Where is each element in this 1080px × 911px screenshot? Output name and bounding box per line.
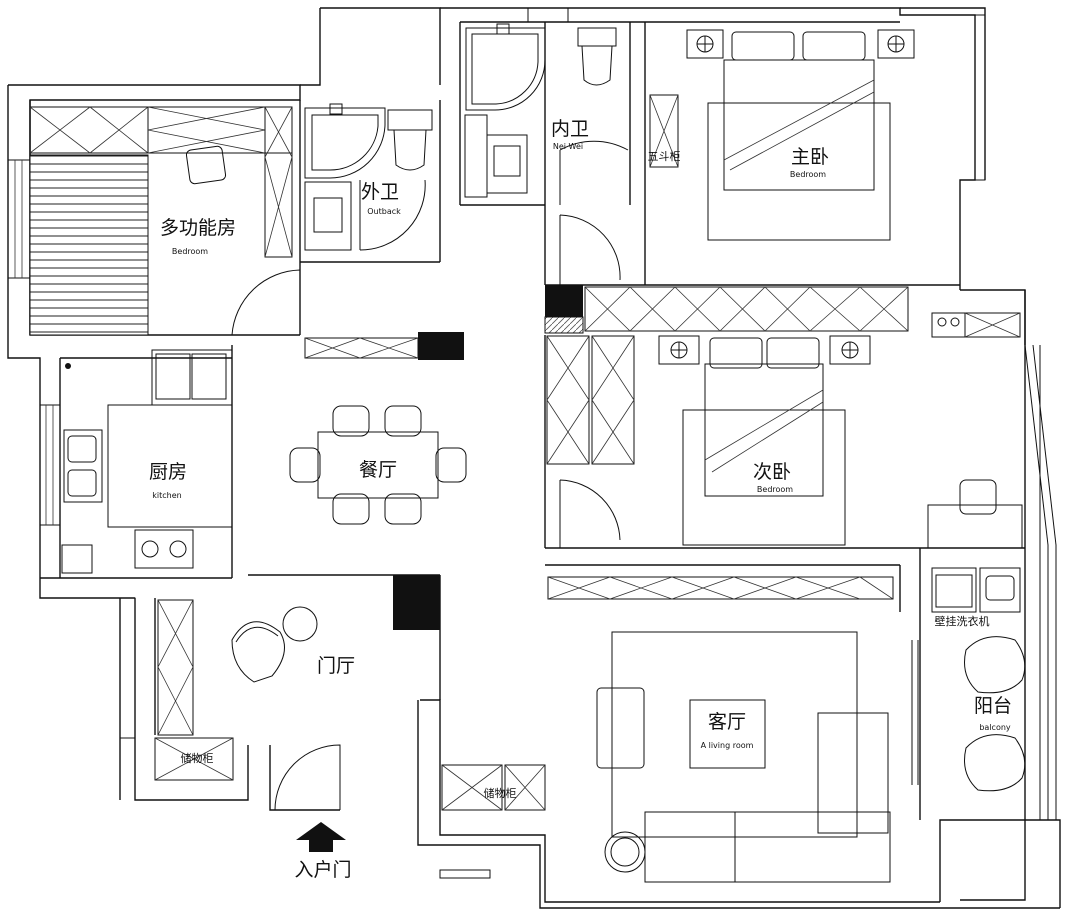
armchair	[231, 621, 285, 683]
rug	[611, 631, 858, 838]
kitchen: 厨房 kitchen	[61, 349, 233, 574]
door-swing	[231, 269, 301, 336]
cabinet-strip	[304, 337, 419, 359]
sink	[486, 134, 528, 194]
balcony: 壁挂洗衣机 阳台 balcony	[911, 567, 1026, 792]
toilet	[387, 109, 433, 131]
structural-columns	[393, 285, 584, 630]
room-name: 阳台	[974, 695, 1012, 717]
washer	[931, 567, 977, 613]
room-name: 主卧	[791, 146, 829, 168]
toilet	[577, 27, 617, 47]
sofa-side	[817, 712, 889, 834]
outer-walls	[7, 7, 1061, 909]
nightstand-lamp-right	[829, 335, 871, 365]
wardrobe-side	[264, 106, 293, 258]
bed-rug	[682, 409, 846, 546]
entrance-label: 入户门	[294, 859, 351, 881]
desk	[927, 504, 1023, 549]
room-sub: Bedroom	[172, 247, 208, 256]
bed	[704, 363, 824, 497]
entrance-door-swing	[274, 744, 341, 811]
room-sub: balcony	[979, 723, 1011, 732]
room-sub: Nei Wei	[553, 142, 583, 151]
washer-label: 壁挂洗衣机	[935, 614, 990, 628]
fridge	[151, 349, 233, 406]
interior-walls	[40, 21, 1025, 820]
room-name: 门厅	[317, 655, 355, 677]
room-name: 餐厅	[359, 459, 397, 481]
room-name: 次卧	[753, 461, 791, 483]
living-cabinet	[547, 576, 894, 600]
room-sub: Bedroom	[790, 170, 826, 179]
entrance-marker: 入户门	[294, 822, 352, 881]
master-bedroom: 五斗柜 主卧 Bedroom	[559, 29, 915, 285]
bed-rug	[707, 102, 891, 241]
second-bedroom: 次卧 Bedroom	[546, 335, 1023, 549]
room-name: 厨房	[149, 461, 187, 483]
room-sub: kitchen	[152, 491, 181, 500]
tv-cabinet	[596, 687, 645, 769]
nightstand-lamp-left	[658, 335, 700, 365]
room-name: 内卫	[551, 118, 589, 140]
stove	[134, 529, 194, 569]
tatami-bed	[29, 154, 149, 336]
room-name: 外卫	[361, 181, 399, 203]
coffee-table	[689, 699, 766, 769]
sink	[63, 429, 103, 503]
room-sub: A living room	[701, 741, 754, 750]
chest-of-drawers	[649, 94, 679, 168]
room-sub: Bedroom	[757, 485, 793, 494]
chest-label: 五斗柜	[648, 150, 681, 163]
foyer: 储物柜 门厅	[154, 599, 355, 811]
outer-bath: 外卫 Outback	[304, 103, 433, 251]
sofa	[644, 811, 891, 883]
storage-label: 储物柜	[181, 751, 214, 765]
side-table	[282, 606, 318, 642]
desk-chair	[185, 145, 227, 185]
balcony-cabinet	[931, 312, 1021, 338]
nightstand-lamp-left	[686, 29, 724, 59]
room-name: 多功能房	[160, 217, 236, 239]
bed	[723, 59, 875, 191]
sink	[304, 181, 352, 251]
storage-cabinet	[154, 737, 234, 781]
nightstand-lamp-right	[877, 29, 915, 59]
wardrobe-top	[29, 106, 293, 154]
dining-table	[317, 431, 439, 499]
storage-label: 储物柜	[484, 786, 517, 800]
dining: 餐厅	[289, 405, 467, 525]
windows	[7, 7, 986, 879]
room-name: 客厅	[708, 711, 746, 733]
wardrobe-corridor	[584, 286, 909, 332]
living: 储物柜 客厅 A living room	[441, 631, 891, 883]
room-sub: Outback	[367, 207, 401, 216]
multi-room: 多功能房 Bedroom	[29, 106, 301, 336]
inner-bath: 内卫 Nei Wei	[464, 23, 629, 205]
balcony-rails	[1024, 344, 1057, 820]
